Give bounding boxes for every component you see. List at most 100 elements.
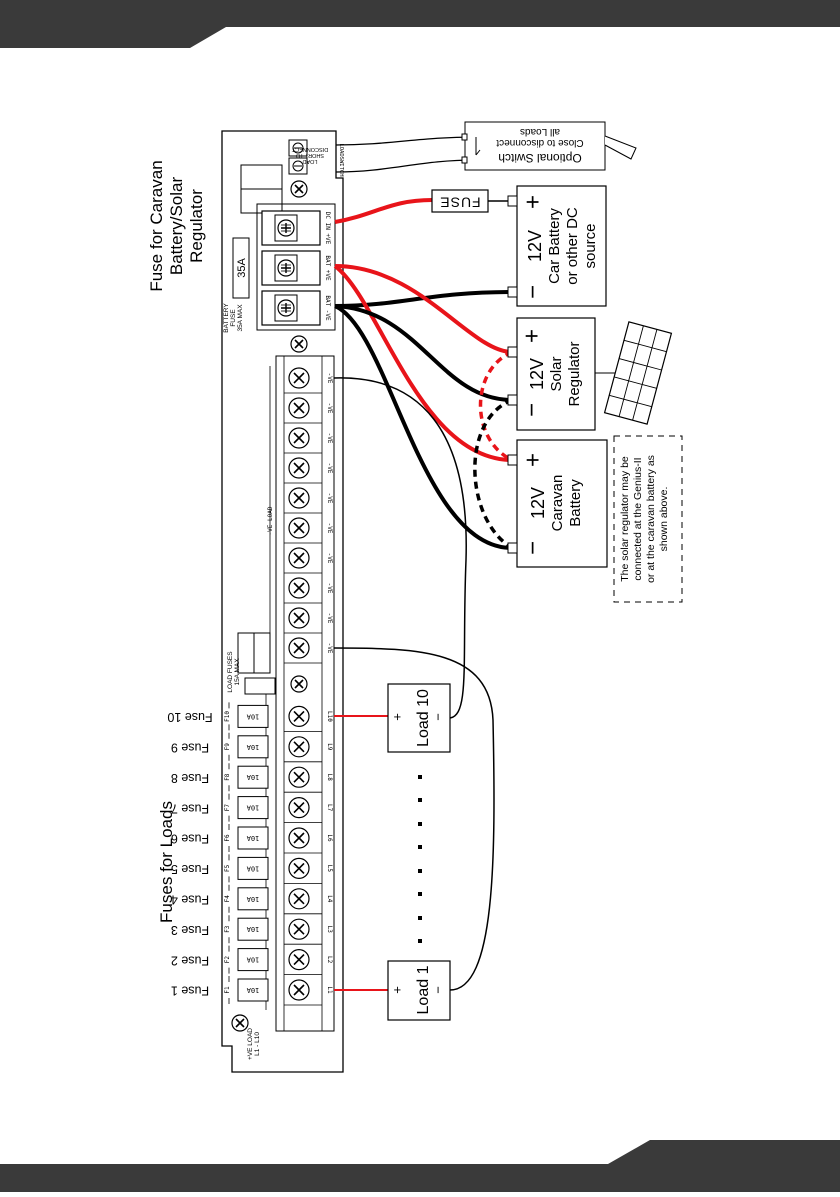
neg-terminal-screw — [288, 577, 310, 599]
fuse-name-label: Fuse 6 — [171, 832, 209, 846]
wire-bat-pos-to-regulator — [334, 264, 513, 354]
battery-fuse-35a — [232, 237, 250, 299]
fuse-name-label: Fuse 8 — [171, 771, 209, 785]
solar-regulator-line-2: Solar — [548, 356, 565, 391]
neg-terminal: -VE — [284, 397, 333, 424]
load1-minus: − — [430, 986, 445, 994]
neg-terminal: -VE — [284, 517, 333, 544]
load-terminal-label: L3 — [326, 926, 333, 934]
neg-terminal-screw — [288, 517, 310, 539]
load-fuse-6: 10A F6 — [224, 824, 269, 852]
load-terminal: L8 — [284, 766, 333, 793]
load-terminal-screw — [288, 766, 310, 788]
fuse-name-label: Fuse 3 — [171, 923, 209, 937]
fuse-code: F9 — [224, 743, 231, 751]
neg-load-label: -VE LOAD — [267, 506, 274, 535]
switch-title: Optional Switch — [498, 151, 581, 165]
optional-switch: Optional Switch Close to disconnect all … — [461, 121, 637, 171]
fuse-code: F6 — [224, 834, 231, 842]
load1-plus: + — [389, 986, 404, 994]
wire-bat-neg-to-caravan — [334, 304, 513, 550]
fuse-caravan-label: Fuse for Caravan Battery/Solar Regulator — [147, 160, 206, 291]
neg-terminal: -VE — [284, 577, 333, 604]
solar-panel-icon — [603, 321, 673, 425]
load-terminal-screw — [288, 827, 310, 849]
top-banner — [0, 0, 840, 48]
fuse-code: F10 — [224, 711, 231, 722]
inline-fuse-label: FUSE — [439, 194, 480, 210]
wire-alt-pos-dashed — [478, 350, 513, 462]
fuse-rating: 10A — [246, 834, 259, 842]
caravan-battery-plus: + — [519, 453, 546, 467]
load10-plus: + — [389, 713, 404, 721]
fuse-caravan-line-3: Regulator — [187, 189, 206, 263]
car-battery-plus: + — [519, 195, 546, 209]
neg-terminal-label: -VE — [326, 493, 333, 504]
solar-regulator: + − 12V Solar Regulator — [507, 317, 616, 431]
fuse-rating: 10A — [246, 712, 259, 720]
neg-terminal-label: -VE — [326, 433, 333, 444]
fuse-code: F7 — [224, 804, 231, 812]
fuse-code: F1 — [224, 986, 231, 994]
load-terminal-screw — [288, 948, 310, 971]
loadswitch-label: LOADSWITCH — [338, 143, 344, 176]
wire-load10-neg — [333, 377, 467, 719]
neg-terminal-label: -VE — [326, 613, 333, 624]
load-terminal-label: L7 — [326, 804, 333, 812]
fuse-name-label: Fuse 7 — [171, 801, 209, 815]
load-terminal: L4 — [284, 888, 333, 915]
neg-terminal-screw — [288, 637, 310, 659]
fuse-name-label: Fuse 10 — [167, 710, 212, 724]
small-screws — [231, 139, 308, 1032]
fuse-rating: 10A — [246, 743, 259, 751]
load-terminal-label: L10 — [326, 711, 333, 722]
neg-terminal: -VE — [284, 547, 333, 574]
load-fuses-label-2: 15A MAX — [234, 658, 241, 686]
negative-terminal-strip: -VE-VE-VE-VE-VE-VE-VE-VE-VE-VE — [284, 367, 333, 664]
short-label-1: LOAD — [302, 158, 317, 164]
switch-line-2: all Loads — [520, 126, 560, 137]
neg-terminal-screw — [288, 487, 310, 509]
bat-pos-terminal — [261, 250, 321, 286]
fuse-code: F4 — [224, 895, 231, 903]
more-loads-ellipsis — [418, 775, 422, 943]
fuse-rating: 10A — [246, 895, 259, 903]
fuse-rating: 10A — [246, 864, 259, 872]
fuse-name-label: Fuse 4 — [171, 893, 209, 907]
neg-terminal: -VE — [284, 487, 333, 514]
load-terminal-label: L5 — [326, 865, 333, 873]
fuse-name-label: Fuse 9 — [171, 741, 209, 755]
neg-terminal-screw — [288, 367, 310, 389]
load-1: Load 1 + − — [387, 960, 451, 1021]
solar-regulator-plus: + — [518, 329, 545, 343]
wires — [333, 136, 513, 991]
car-battery: + − 12V Car Battery or other DC source — [507, 185, 607, 307]
load-terminal: L7 — [284, 796, 333, 823]
car-battery-line-4: source — [582, 223, 599, 268]
load-terminal-label: L6 — [326, 834, 333, 842]
caravan-battery-line-1: 12V — [528, 487, 548, 519]
neg-terminal-screw — [288, 607, 310, 629]
fuse-code: F8 — [224, 773, 231, 781]
load-terminal: L10 — [284, 705, 333, 732]
load-terminal-screw — [288, 857, 310, 880]
inline-fuse: FUSE — [431, 189, 489, 213]
car-battery-line-1: 12V — [525, 230, 545, 262]
fuse-name-label: Fuse 5 — [171, 862, 209, 876]
note-line-3: or at the caravan battery as — [645, 455, 657, 583]
car-battery-line-2: Car Battery — [546, 208, 563, 284]
load-terminal: L3 — [284, 918, 333, 945]
wire-bat-pos-to-caravan — [333, 264, 513, 462]
neg-terminal: -VE — [284, 367, 333, 394]
neg-terminal-label: -VE — [326, 553, 333, 564]
wire-dcin-pos — [334, 198, 433, 224]
bat-neg-terminal — [261, 290, 321, 326]
solar-note: The solar regulator may be connected at … — [613, 435, 683, 603]
dc-in-terminal — [261, 210, 321, 246]
wire-bat-neg-to-car — [334, 290, 513, 308]
